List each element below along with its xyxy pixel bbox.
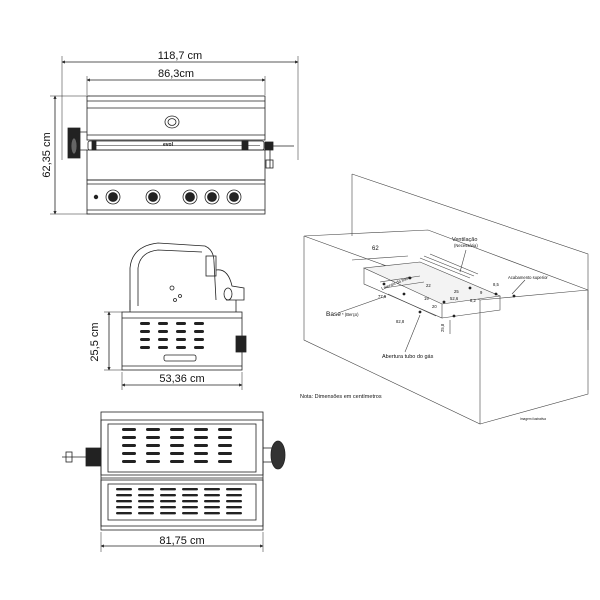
side-lid <box>129 242 217 310</box>
dim-62: 62 <box>372 246 379 252</box>
grill-slot <box>122 444 136 447</box>
grill-slot <box>194 452 208 455</box>
dim-52-6: 52,6 <box>450 296 459 301</box>
grill-slot <box>218 460 232 463</box>
base-slot <box>116 500 132 503</box>
grill-slot <box>146 452 160 455</box>
corner-note: Imagem ilustrativa <box>520 417 546 421</box>
base-slot <box>160 494 176 497</box>
grill-slot <box>122 436 136 439</box>
top-grill-slots <box>116 428 242 515</box>
side-view <box>104 242 247 390</box>
base-slot <box>160 506 176 509</box>
brand-logo: evol <box>163 142 174 148</box>
dim-82-8: 82,8 <box>396 319 405 324</box>
grill-slot <box>170 436 184 439</box>
dim-8-2: 8,2 <box>470 298 476 303</box>
grill-slot <box>170 460 184 463</box>
body-width-label: 86,3cm <box>158 68 194 80</box>
grill-slot <box>122 452 136 455</box>
grill-slot <box>194 436 208 439</box>
base-slot <box>204 506 220 509</box>
front-view <box>50 56 299 215</box>
base-slot <box>226 512 242 515</box>
base-slot <box>138 512 154 515</box>
base-slot <box>160 512 176 515</box>
grill-slot <box>194 444 208 447</box>
base-slot <box>138 488 154 491</box>
grill-slot <box>146 460 160 463</box>
base-slot <box>204 488 220 491</box>
grill-slot <box>122 428 136 431</box>
side-shelf-left <box>67 127 87 159</box>
ventilation-note: (Necessária) <box>454 243 478 248</box>
base-slot <box>182 512 198 515</box>
base-slot <box>116 506 132 509</box>
dim-9: 9 <box>480 290 483 295</box>
grill-slot <box>122 460 136 463</box>
grill-slot <box>218 444 232 447</box>
dim-20: 20 <box>432 304 437 309</box>
height-label: 62,35 cm <box>41 132 53 177</box>
control-panel <box>86 179 266 215</box>
side-knob <box>223 287 233 301</box>
grill-slot <box>194 428 208 431</box>
grill-slot <box>146 444 160 447</box>
base-slot <box>182 500 198 503</box>
grill-slot <box>170 428 184 431</box>
grill-slot <box>194 460 208 463</box>
base-slot <box>204 500 220 503</box>
base-slot <box>182 506 198 509</box>
base-slot <box>138 506 154 509</box>
base-slot <box>204 494 220 497</box>
abertura-label: Abertura tubo do gás <box>382 354 434 360</box>
total-width-label: 118,7 cm <box>158 50 202 62</box>
base-height-label: 25,5 cm <box>89 322 101 361</box>
base-slot <box>226 506 242 509</box>
base-note: * (Berço) <box>342 312 359 317</box>
grill-slot <box>218 436 232 439</box>
base-slot <box>116 494 132 497</box>
side-vent-slots <box>140 322 204 349</box>
grill-slot <box>218 428 232 431</box>
base-slot <box>226 500 242 503</box>
dim-8-5: 8,5 <box>493 282 499 287</box>
base-slot <box>116 512 132 515</box>
installation-diagram <box>303 173 589 425</box>
base-slot <box>138 494 154 497</box>
base-label: Base <box>326 311 341 318</box>
base-slot <box>226 494 242 497</box>
base-slot <box>182 494 198 497</box>
dim-22: 22 <box>426 283 431 288</box>
ventilation-label: Ventilação <box>452 237 477 243</box>
base-slot <box>226 488 242 491</box>
top-view <box>62 411 286 552</box>
dim-19: 19 <box>424 296 429 301</box>
grill-lid <box>86 95 266 141</box>
dim-25: 25 <box>454 289 459 294</box>
dim-77-5: 77,5 <box>378 294 387 299</box>
grill-slot <box>146 436 160 439</box>
grill-slot <box>146 428 160 431</box>
base-slot <box>204 512 220 515</box>
base-slot <box>116 488 132 491</box>
control-knobs <box>93 189 242 205</box>
rotisserie-motor <box>264 141 294 169</box>
base-slot <box>160 488 176 491</box>
depth-label: 53,36 cm <box>159 373 204 385</box>
grill-slot <box>170 452 184 455</box>
base-slot <box>138 500 154 503</box>
base-slot <box>160 500 176 503</box>
grill-slot <box>218 452 232 455</box>
footnote: Nota: Dimensões em centímetros <box>300 394 382 400</box>
thermometer-icon <box>164 115 180 129</box>
grill-slot <box>170 444 184 447</box>
acabamento-label: Acabamento superior <box>508 275 548 280</box>
dim-25-8: 25,8 <box>440 323 445 332</box>
top-width-label: 81,75 cm <box>159 535 204 547</box>
base-slot <box>182 488 198 491</box>
